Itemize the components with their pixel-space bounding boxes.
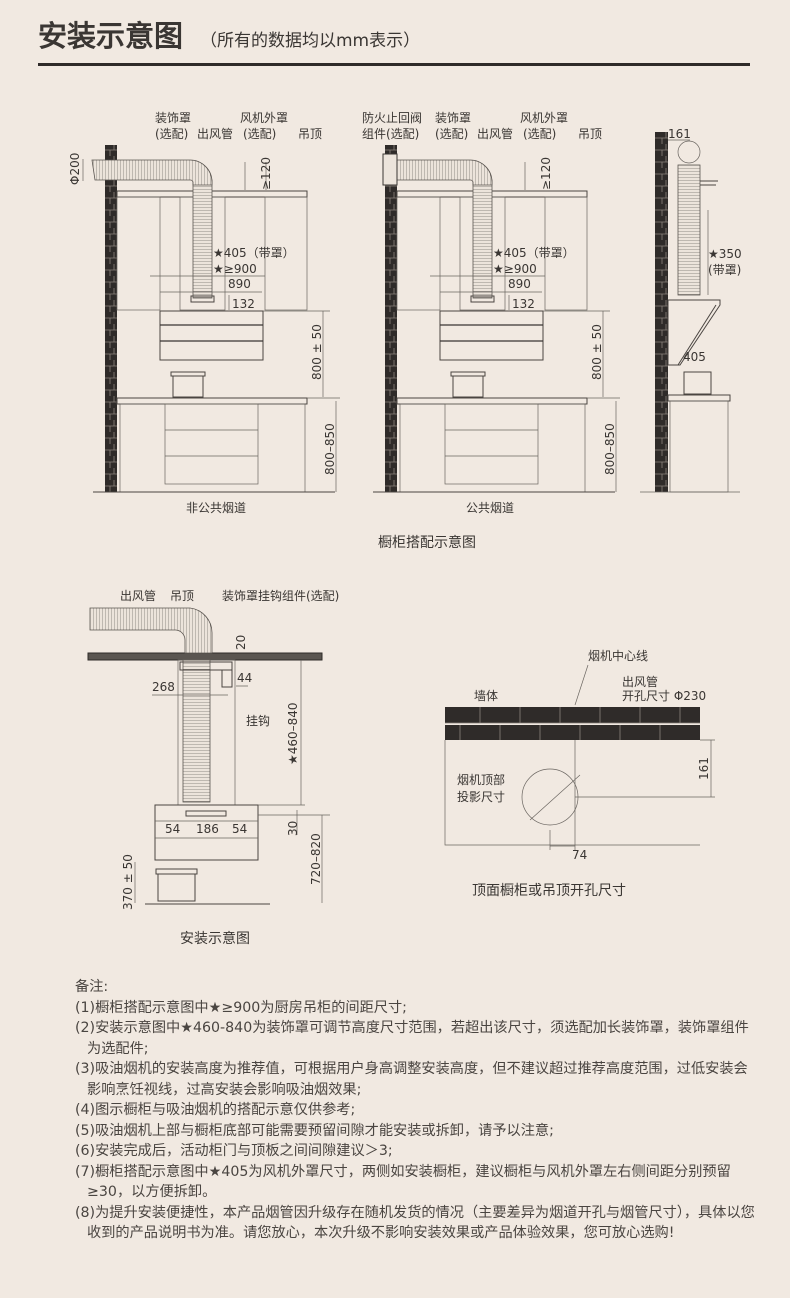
label-duct: 出风管 [197,126,233,141]
label-ceiling: 吊顶 [298,127,322,141]
note-item: (6)安装完成后，活动柜门与顶板之间间隙建议＞3; [75,1143,393,1159]
side-view-diagram [640,132,740,493]
dim-74: 74 [572,848,587,862]
label-cover: 装饰罩 [435,111,471,125]
exhaust-duct [677,164,701,296]
dim-132: 132 [232,297,255,311]
label-fan-optional: (选配) [243,127,276,141]
label-cover: 装饰罩 [155,111,191,125]
dim-800-50: 800 ± 50 [310,324,324,380]
public-flue-diagram [372,145,621,493]
label-fan-optional: (选配) [523,127,556,141]
label-duct: 出风管 [622,674,658,689]
dim-800-850: 800–850 [323,423,337,475]
dim-800-850: 800–850 [603,423,617,475]
dim-370-50: 370 ± 50 [121,854,135,910]
dim-phi200: Φ200 [68,153,82,185]
note-item: (7)橱柜搭配示意图中★405为风机外罩尺寸，两侧如安装橱柜，建议橱柜与风机外罩… [75,1163,731,1201]
ceiling-hole-diagram [444,664,715,850]
hole-circle [521,768,579,826]
dim-268: 268 [152,680,175,694]
fire-damper [382,153,398,186]
label-damper-optional: 组件(选配) [362,127,419,141]
dim-890: 890 [508,277,531,291]
label-fan-cover: 风机外罩 [240,111,288,125]
cabinet-matching-caption: 橱柜搭配示意图 [378,534,476,551]
note-item: (3)吸油烟机的安装高度为推荐值，可根据用户身高调整安装高度，但不建议超过推荐高… [75,1061,748,1098]
label-ceiling: 吊顶 [170,589,194,603]
label-projection-1: 烟机顶部 [457,772,505,787]
label-cover-optional: (选配) [155,127,188,141]
notes-heading: 备注: [75,979,109,995]
dim-161: 161 [697,757,711,780]
label-duct: 出风管 [477,126,513,141]
caption-public-flue: 公共烟道 [466,501,514,515]
dim-350-with-cover: (带罩) [708,263,741,277]
exhaust-duct [89,607,213,654]
dim-900: ★≥900 [493,262,537,276]
label-center-line: 烟机中心线 [588,648,648,663]
dim-30: 30 [286,821,300,836]
dim-20: 20 [234,635,248,650]
note-item: (1)橱柜搭配示意图中★≥900为厨房吊柜的间距尺寸; [75,999,407,1016]
exhaust-duct [396,159,493,186]
label-ceiling: 吊顶 [578,127,602,141]
dim-800-50: 800 ± 50 [590,324,604,380]
dim-44: 44 [237,671,252,685]
dim-132: 132 [512,297,535,311]
page-subtitle: （所有的数据均以mm表示） [200,31,420,51]
note-item: (8)为提升安装便捷性，本产品烟管因升级存在随机发货的情况（主要差异为烟道开孔与… [75,1204,755,1242]
label-hole-size: 开孔尺寸 Φ230 [622,689,706,703]
brick-wall [655,132,668,492]
note-item: (4)图示橱柜与吸油烟机的搭配示意仅供参考; [75,1102,356,1118]
non-public-flue-diagram [82,145,341,493]
brick-wall [105,145,117,492]
dim-120: ≥120 [539,157,553,190]
installation-caption: 安装示意图 [180,930,250,947]
dim-405: ★405（带罩） [213,246,295,260]
dim-350: ★350 [708,247,742,261]
dim-900: ★≥900 [213,262,257,276]
dim-120: ≥120 [259,157,273,190]
kitchen-cabinet-drawing [92,161,341,493]
note-item: (5)吸油烟机上部与橱柜底部可能需要预留间隙才能安装或拆卸，请予以注意; [75,1122,554,1139]
dim-161: 161 [668,127,691,141]
note-item: (2)安装示意图中★460-840为装饰罩可调节高度尺寸范围，若超出该尺寸，须选… [75,1020,749,1057]
installation-diagram [87,607,330,905]
notes-section: 备注: (1)橱柜搭配示意图中★≥900为厨房吊柜的间距尺寸; (2)安装示意图… [75,977,755,1244]
label-duct: 出风管 [120,588,156,603]
label-cover-optional: (选配) [435,127,468,141]
label-projection-2: 投影尺寸 [457,789,505,804]
dim-405: ★405（带罩） [493,246,575,260]
hole-size-caption: 顶面橱柜或吊顶开孔尺寸 [472,883,626,899]
label-hook: 挂钩 [246,714,270,728]
hood [154,804,259,861]
dim-186: 186 [196,822,219,836]
label-wall: 墙体 [474,689,498,703]
label-fan-cover: 风机外罩 [520,111,568,125]
caption-non-public-flue: 非公共烟道 [186,501,246,515]
dim-460-840: ★460–840 [286,702,300,765]
page-title: 安装示意图 [38,19,183,53]
header-divider [38,63,750,66]
dim-720-820: 720–820 [309,833,323,885]
dim-54-left: 54 [165,822,180,836]
dim-54-right: 54 [232,822,247,836]
label-hook-kit: 装饰罩挂钩组件(选配) [222,589,339,603]
kitchen-cabinet-drawing [372,161,621,493]
brick-wall [385,145,397,492]
hood-side [667,299,721,366]
dim-890: 890 [228,277,251,291]
dim-405: 405 [683,350,706,364]
exhaust-duct [91,159,213,186]
label-damper: 防火止回阀 [362,110,422,125]
